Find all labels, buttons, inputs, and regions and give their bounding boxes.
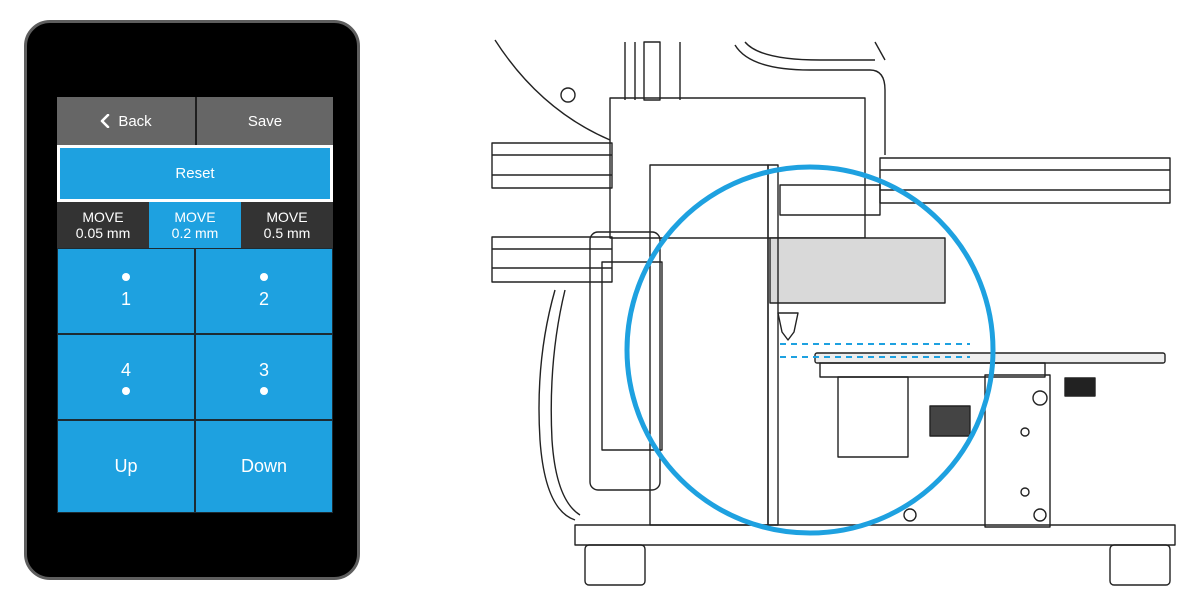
back-label: Back [118, 112, 152, 130]
dot-icon [122, 272, 130, 281]
back-button[interactable]: Back [57, 97, 195, 145]
reset-button[interactable]: Reset [57, 145, 333, 202]
move-0-2-button[interactable]: MOVE 0.2 mm [149, 202, 241, 248]
move-label: MOVE [174, 209, 216, 225]
save-button[interactable]: Save [195, 97, 333, 145]
point-label: 4 [120, 359, 131, 380]
move-label: MOVE [266, 209, 308, 225]
point-label: 1 [120, 288, 131, 309]
move-value: 0.05 mm [75, 225, 131, 241]
dot-icon [260, 386, 268, 395]
move-label: MOVE [82, 209, 124, 225]
move-step-selector: MOVE 0.05 mm MOVE 0.2 mm MOVE 0.5 mm [57, 202, 333, 248]
reset-label: Reset [175, 165, 215, 182]
calibration-pad: 1 2 4 3 Up Down [57, 248, 333, 513]
move-value: 0.5 mm [263, 225, 311, 241]
touchscreen: Back Save Reset MOVE 0.05 mm MOVE 0.2 mm… [57, 97, 333, 513]
up-label: Up [114, 456, 138, 476]
chevron-left-icon [101, 114, 110, 128]
printer-illustration [491, 39, 1176, 586]
top-bar: Back Save [57, 97, 333, 145]
dot-icon [260, 272, 268, 281]
move-0-5-button[interactable]: MOVE 0.5 mm [241, 202, 333, 248]
down-label: Down [240, 456, 288, 476]
save-label: Save [247, 112, 283, 130]
down-button[interactable]: Down [195, 420, 333, 513]
up-button[interactable]: Up [57, 420, 195, 513]
point-3-button[interactable]: 3 [195, 334, 333, 420]
move-0-05-button[interactable]: MOVE 0.05 mm [57, 202, 149, 248]
point-2-button[interactable]: 2 [195, 248, 333, 334]
point-1-button[interactable]: 1 [57, 248, 195, 334]
point-label: 3 [258, 359, 269, 380]
tablet-device: Back Save Reset MOVE 0.05 mm MOVE 0.2 mm… [24, 20, 360, 580]
move-value: 0.2 mm [171, 225, 219, 241]
dot-icon [122, 386, 130, 395]
point-4-button[interactable]: 4 [57, 334, 195, 420]
point-label: 2 [258, 288, 269, 309]
